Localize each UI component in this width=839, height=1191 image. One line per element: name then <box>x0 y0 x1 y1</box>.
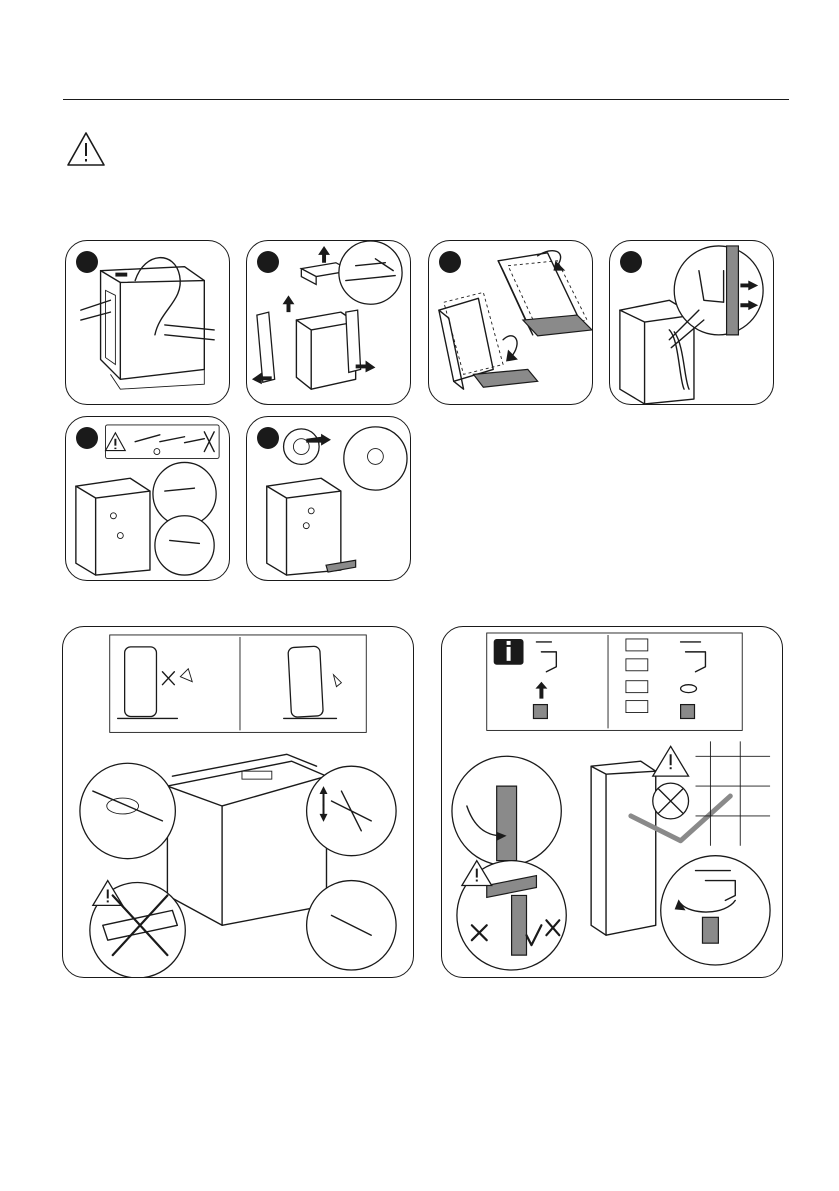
panel-level-appliance <box>62 626 414 978</box>
panel-step-2-remove-protectors <box>246 240 411 405</box>
panel-step-3-remove-base <box>428 240 593 405</box>
illustration-remove-protectors <box>247 241 410 404</box>
illustration-inlet-hose <box>442 627 782 977</box>
illustration-plastic-caps <box>247 417 410 580</box>
panel-step-5-transit-bolts <box>65 416 230 581</box>
panel-connect-inlet-hose <box>441 626 783 978</box>
illustration-hose-clips <box>610 241 773 404</box>
illustration-leveling <box>63 627 413 977</box>
panel-step-6-plastic-caps <box>246 416 411 581</box>
illustration-remove-base <box>429 241 592 404</box>
warning-triangle-icon <box>66 131 106 167</box>
illustration-transit-bolts <box>66 417 229 580</box>
panel-step-1-remove-film <box>65 240 230 405</box>
header-rule <box>63 99 789 100</box>
panel-step-4-hose-clips <box>609 240 774 405</box>
illustration-remove-film <box>66 241 229 404</box>
